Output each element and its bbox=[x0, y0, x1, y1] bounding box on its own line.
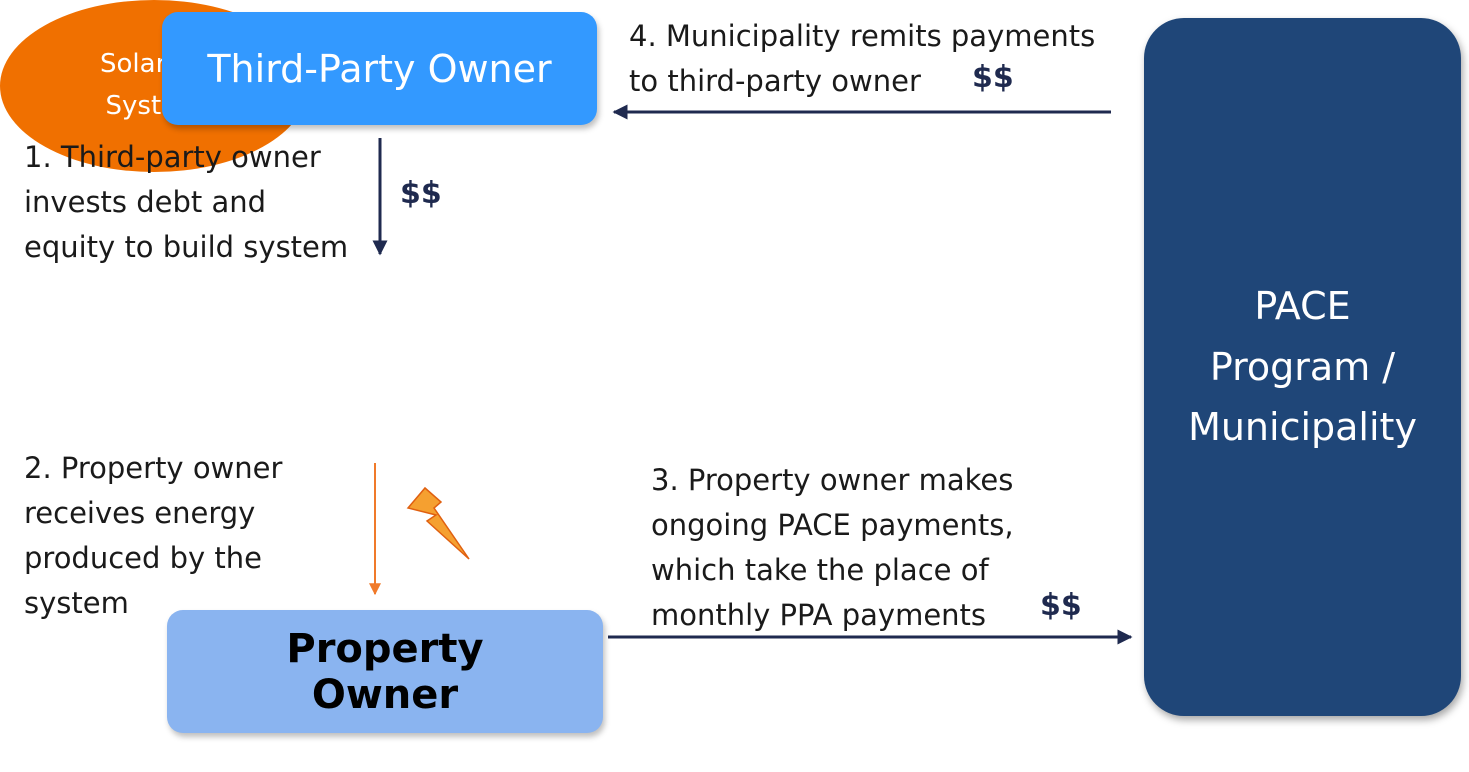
lightning-bolt-icon bbox=[406, 486, 470, 560]
step-4-text: 4. Municipality remits payments to third… bbox=[629, 14, 1095, 104]
money-label-step3: $$ bbox=[1040, 588, 1082, 623]
step-3-line: 3. Property owner makes bbox=[651, 463, 1014, 497]
property-owner-label-line1: Property bbox=[286, 625, 484, 672]
third-party-owner-box: Third-Party Owner bbox=[162, 12, 597, 125]
pace-program-municipality-box: PACE Program / Municipality bbox=[1144, 18, 1461, 716]
pace-label-line1: PACE bbox=[1254, 283, 1351, 328]
step-2-line: produced by the bbox=[24, 541, 263, 575]
step-3-line: which take the place of bbox=[651, 553, 989, 587]
step-3-line: monthly PPA payments bbox=[651, 598, 987, 632]
pace-label-line2: Program / bbox=[1209, 344, 1396, 389]
step-3-line: ongoing PACE payments, bbox=[651, 508, 1014, 542]
step-1-line: equity to build system bbox=[24, 230, 349, 264]
step-2-line: system bbox=[24, 586, 129, 620]
pace-label-line3: Municipality bbox=[1188, 405, 1417, 450]
step-2-line: receives energy bbox=[24, 496, 256, 530]
step-1-text: 1. Third-party owner invests debt and eq… bbox=[24, 135, 348, 270]
step-2-text: 2. Property owner receives energy produc… bbox=[24, 446, 282, 626]
step-4-line: to third-party owner bbox=[629, 64, 921, 98]
step-3-text: 3. Property owner makes ongoing PACE pay… bbox=[651, 458, 1014, 638]
step-1-line: 1. Third-party owner bbox=[24, 140, 321, 174]
step-1-line: invests debt and bbox=[24, 185, 267, 219]
step-2-line: 2. Property owner bbox=[24, 451, 283, 485]
money-label-step4: $$ bbox=[972, 60, 1014, 95]
step-4-line: 4. Municipality remits payments bbox=[629, 19, 1096, 53]
third-party-owner-label: Third-Party Owner bbox=[207, 46, 552, 91]
money-label-step1: $$ bbox=[400, 176, 442, 211]
property-owner-label-line2: Owner bbox=[311, 671, 459, 718]
property-owner-box: Property Owner bbox=[167, 610, 603, 733]
